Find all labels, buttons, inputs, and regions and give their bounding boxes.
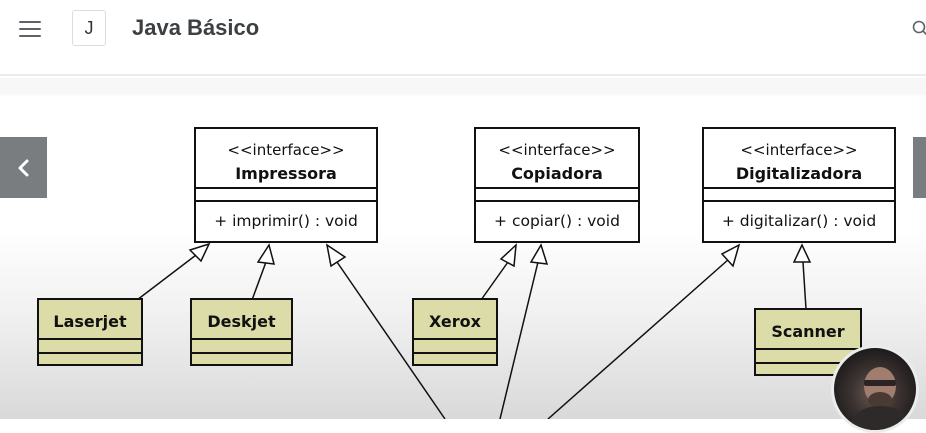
class-name: Deskjet [207, 312, 276, 331]
inheritance-line [136, 251, 201, 301]
search-icon[interactable] [912, 20, 926, 36]
interface-stereotype: <<interface>> [740, 141, 858, 159]
interface-stereotype: <<interface>> [227, 141, 345, 159]
inheritance-arrowhead [792, 243, 812, 263]
next-slide-button[interactable] [913, 137, 926, 198]
inheritance-line [802, 261, 807, 310]
interface-stereotype: <<interface>> [498, 141, 616, 159]
interface-method: + digitalizar() : void [721, 212, 877, 230]
chevron-left-icon [18, 159, 29, 177]
course-logo: J [72, 10, 106, 46]
inheritance-arrowhead [720, 243, 741, 268]
uml-connectors [136, 242, 812, 419]
app-header: J Java Básico [0, 0, 926, 76]
interface-name: Impressora [235, 164, 337, 183]
interface-name: Digitalizadora [735, 164, 863, 183]
class-laserjet: Laserjet [37, 298, 143, 366]
presenter-webcam [831, 345, 919, 433]
previous-slide-button[interactable] [0, 137, 47, 198]
class-name: Xerox [429, 312, 481, 331]
interface-method: + imprimir() : void [214, 212, 358, 230]
interface-copiadora: <<interface>> Copiadora + copiar() : voi… [474, 127, 640, 243]
inheritance-arrowhead [499, 243, 517, 268]
class-xerox: Xerox [412, 298, 498, 366]
inheritance-arrowhead [529, 243, 549, 265]
presenter-avatar-icon [848, 367, 912, 430]
inheritance-line [499, 261, 539, 419]
interface-impressora: <<interface>> Impressora + imprimir() : … [194, 127, 378, 243]
inheritance-line [547, 258, 730, 419]
inheritance-arrowhead [188, 242, 211, 263]
inheritance-line [480, 261, 509, 301]
inheritance-line [251, 261, 267, 301]
inheritance-arrowhead [256, 243, 276, 265]
inheritance-line [336, 261, 446, 419]
class-name: Laserjet [53, 312, 127, 331]
page-title: Java Básico [132, 15, 260, 40]
class-deskjet: Deskjet [190, 298, 293, 366]
chevron-right-icon [913, 137, 926, 198]
interface-digitalizadora: <<interface>> Digitalizadora + digitaliz… [702, 127, 896, 243]
interface-name: Copiadora [511, 164, 603, 183]
hamburger-icon[interactable] [19, 21, 41, 37]
inheritance-arrowhead [325, 243, 347, 268]
interface-method: + copiar() : void [494, 212, 620, 230]
class-name: Scanner [771, 322, 845, 341]
